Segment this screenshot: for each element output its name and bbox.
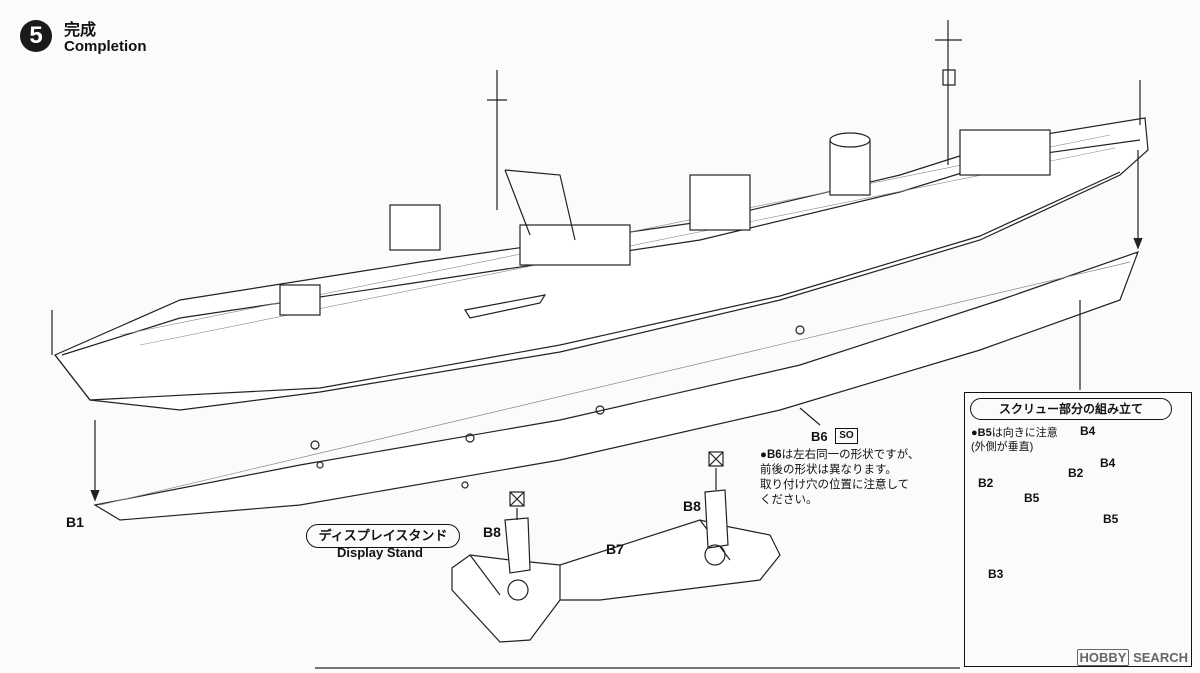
ship-superstructure [51,20,1141,355]
inset-label-b4b: B4 [1100,456,1116,470]
b6-note-line1: は左右同一の形状ですが、 [781,449,920,461]
inset-label-b2b: B2 [1068,466,1084,480]
screw-inset-title: スクリュー部分の組み立て [970,398,1172,420]
step-title-en: Completion [64,38,147,55]
part-label-b1: B1 [66,514,84,530]
b6-note-line4: ください。 [760,494,818,506]
so-tag: SO [835,428,858,444]
screw-inset-note-line1: は向きに注意 [991,427,1058,439]
inset-label-b3: B3 [988,567,1004,581]
screw-assembly-inset [964,392,1192,667]
display-stand-drawing [451,451,781,643]
screw-inset-note: ●B5は向きに注意 (外側が垂直) [971,427,1058,453]
display-stand-label-en: Display Stand [337,545,423,560]
b6-note-part: B6 [766,449,782,461]
step-title-jp: 完成 [64,22,97,39]
stand-hull-drawing [93,251,1140,521]
part-label-b6: B6 [811,429,828,444]
b6-note-line3: 取り付け穴の位置に注意して [760,479,910,491]
b6-note: ●B6は左右同一の形状ですが、 前後の形状は異なります。 取り付け穴の位置に注意… [760,449,920,506]
inset-label-b2a: B2 [978,476,994,490]
screw-inset-note-part: B5 [977,427,992,439]
screw-inset-note-line2: (外側が垂直) [971,441,1034,453]
inset-label-b4a: B4 [1080,424,1096,438]
part-label-b7: B7 [606,541,624,557]
step-number-badge: 5 [20,20,52,52]
part-label-b8-left: B8 [483,524,501,540]
watermark-suffix: SEARCH [1133,650,1188,665]
watermark: HOBBY SEARCH [1076,649,1188,666]
part-label-b8-right: B8 [683,498,701,514]
inset-label-b5a: B5 [1024,491,1040,505]
watermark-brand: HOBBY [1076,649,1130,666]
display-stand-label-jp: ディスプレイスタンド [306,524,460,548]
b6-note-line2: 前後の形状は異なります。 [760,464,897,476]
inset-label-b5b: B5 [1103,512,1119,526]
